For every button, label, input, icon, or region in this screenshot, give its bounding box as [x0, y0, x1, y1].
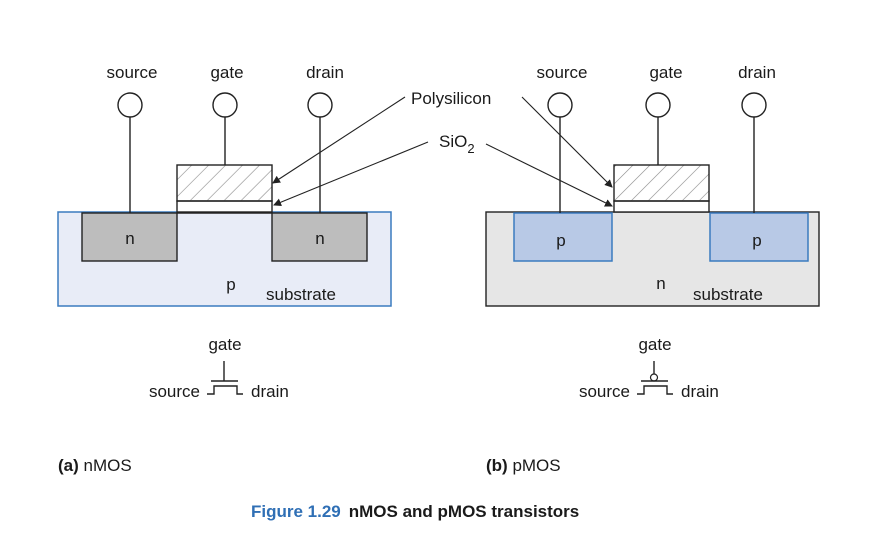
sio2-arrow-pmos: [485, 143, 613, 207]
nmos-symbol-source-label: source: [149, 382, 200, 401]
pmos-p-drain-region: [709, 212, 809, 262]
pmos-polysilicon-gate: [613, 164, 710, 202]
nmos-n-source-region: [81, 212, 178, 262]
pmos-cross-section: source gate drain p p n substrate: [485, 63, 820, 307]
pmos-source-label: source: [536, 63, 587, 82]
pmos-substrate-label: substrate: [693, 285, 763, 304]
polysilicon-arrow-pmos: [521, 96, 613, 188]
pmos-symbol: gate source drain: [579, 335, 719, 401]
nmos-symbol: gate source drain: [149, 335, 289, 401]
pmos-symbol-drain-label: drain: [681, 382, 719, 401]
callouts: Polysilicon SiO2: [272, 89, 613, 207]
nmos-source-diffusion-label: n: [125, 229, 134, 248]
pmos-caption: (b) pMOS: [486, 456, 561, 475]
sio2-callout-label: SiO2: [439, 132, 475, 156]
nmos-gate-label: gate: [210, 63, 243, 82]
nmos-body-label: p: [226, 275, 235, 294]
figure-number: Figure 1.29: [251, 502, 341, 521]
figure-caption: Figure 1.29 nMOS and pMOS transistors: [251, 502, 579, 521]
nmos-drain-label: drain: [306, 63, 344, 82]
nmos-symbol-gate-label: gate: [208, 335, 241, 354]
nmos-drain-diffusion-label: n: [315, 229, 324, 248]
pmos-symbol-source-label: source: [579, 382, 630, 401]
nmos-symbol-drain-label: drain: [251, 382, 289, 401]
pmos-drain-terminal: [741, 92, 767, 118]
nmos-polysilicon-gate: [176, 164, 273, 202]
sio2-arrow-nmos: [273, 141, 429, 207]
pmos-drain-label: drain: [738, 63, 776, 82]
nmos-source-label: source: [106, 63, 157, 82]
polysilicon-callout-label: Polysilicon: [411, 89, 491, 108]
pmos-gate-label: gate: [649, 63, 682, 82]
nmos-substrate-label: substrate: [266, 285, 336, 304]
polysilicon-arrow-nmos: [272, 96, 406, 184]
nmos-source-terminal: [117, 92, 143, 118]
pmos-source-diffusion-label: p: [556, 231, 565, 250]
nmos-drain-terminal: [307, 92, 333, 118]
pmos-drain-diffusion-label: p: [752, 231, 761, 250]
pmos-symbol-gate-label: gate: [638, 335, 671, 354]
pmos-source-terminal: [547, 92, 573, 118]
pmos-gate-terminal: [645, 92, 671, 118]
figure-title: nMOS and pMOS transistors: [349, 502, 579, 521]
nmos-cross-section: source gate drain n n p substrate: [57, 63, 392, 307]
nmos-gate-terminal: [212, 92, 238, 118]
pmos-inversion-bubble: [649, 373, 659, 382]
nmos-sio2-oxide: [176, 200, 273, 213]
pmos-body-label: n: [656, 274, 665, 293]
nmos-caption: (a) nMOS: [58, 456, 132, 475]
pmos-p-source-region: [513, 212, 613, 262]
pmos-sio2-oxide: [613, 200, 710, 213]
